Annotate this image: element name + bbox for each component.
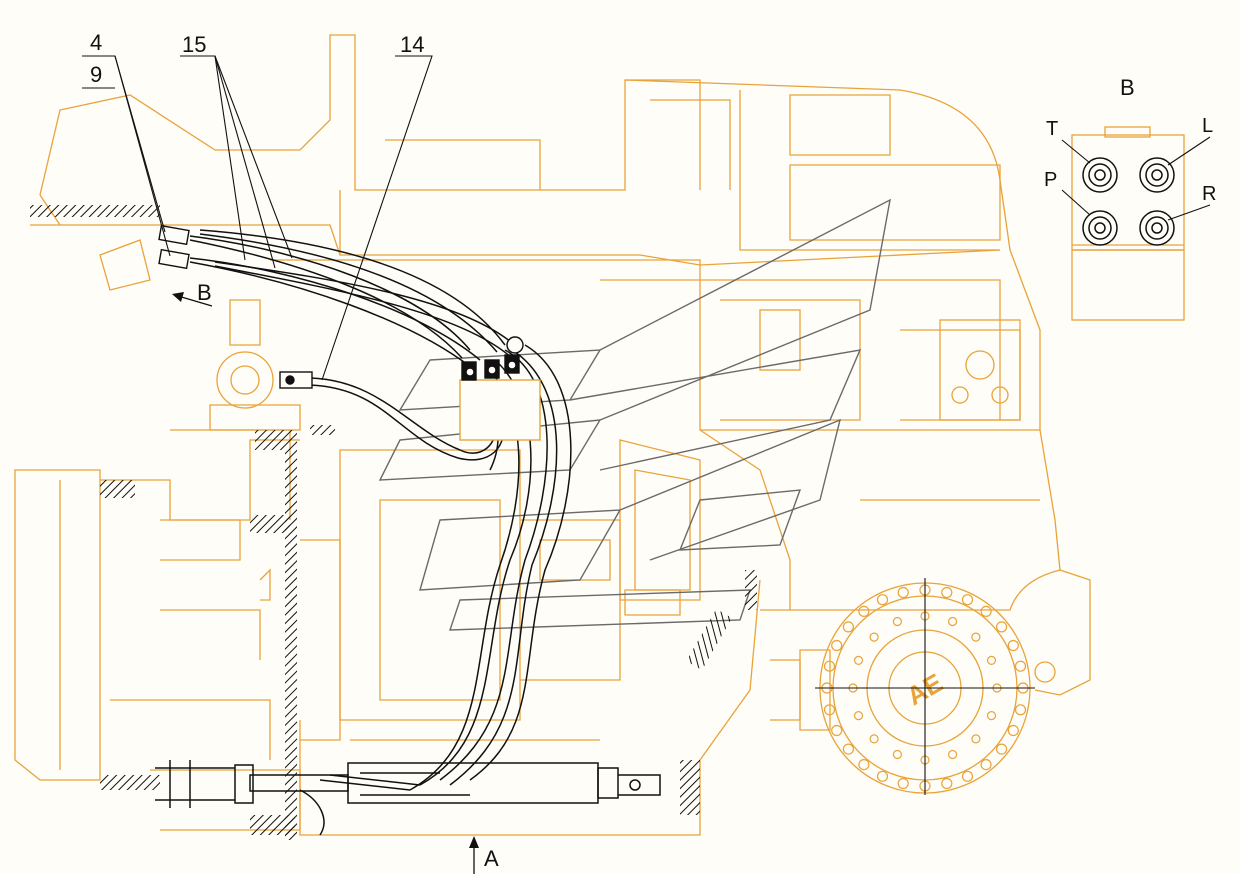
hub-bolt-hole bbox=[961, 594, 974, 606]
hatched-section-cuts bbox=[30, 205, 757, 840]
hose-end-connectors bbox=[158, 224, 313, 389]
callout-leader-lines bbox=[82, 55, 433, 381]
hub-bolt-hole bbox=[897, 586, 909, 599]
hydraulic-hoses bbox=[189, 229, 572, 836]
view-arrow-a bbox=[469, 836, 479, 874]
detail-view-b: B T L P R bbox=[1044, 75, 1216, 321]
hub-bolt-hole bbox=[892, 749, 903, 760]
hub-bolt-hole bbox=[876, 594, 889, 606]
hub-bolt-hole bbox=[947, 749, 958, 760]
hub-bolt-hole bbox=[831, 724, 843, 737]
port-label-p: P bbox=[1044, 169, 1057, 191]
view-label-a: A bbox=[484, 846, 499, 871]
hub-bolt-hole bbox=[853, 655, 864, 666]
hub-bolt-hole bbox=[831, 639, 843, 652]
hub-bolt-hole bbox=[941, 586, 953, 599]
hub-bolt-hole bbox=[986, 655, 997, 666]
hub-bolt-hole bbox=[980, 605, 992, 618]
hub-bolt-hole bbox=[947, 616, 958, 627]
hub-bolt-hole bbox=[941, 777, 953, 790]
port-label-r: R bbox=[1202, 183, 1216, 205]
hub-bolt-hole bbox=[971, 734, 981, 744]
hub-bolt-hole bbox=[823, 660, 836, 672]
hub-bolt-hole bbox=[1014, 660, 1027, 672]
hub-bolt-hole bbox=[995, 743, 1008, 755]
valve-manifold bbox=[459, 336, 541, 441]
hub-bolt-hole bbox=[853, 710, 864, 721]
hub-bolt-hole bbox=[876, 770, 889, 782]
callout-number-9: 9 bbox=[90, 62, 102, 87]
callout-number-15: 15 bbox=[182, 32, 206, 57]
hub-bolt-hole bbox=[995, 621, 1008, 633]
hub-bolt-hole bbox=[1007, 724, 1019, 737]
callout-number-14: 14 bbox=[400, 32, 424, 57]
hub-bolt-hole bbox=[842, 743, 855, 755]
view-label-b: B bbox=[197, 280, 212, 305]
hub-bolt-hole bbox=[1014, 704, 1027, 716]
hub-bolt-hole bbox=[980, 758, 992, 771]
hub-bolt-hole bbox=[892, 616, 903, 627]
hub-bolt-hole bbox=[971, 632, 981, 642]
hub-bolt-hole bbox=[986, 710, 997, 721]
machine-frame-outline bbox=[14, 34, 1091, 836]
detail-b-title: B bbox=[1120, 75, 1135, 100]
hub-bolt-hole bbox=[858, 758, 870, 771]
hub-bolt-hole bbox=[869, 734, 879, 744]
hub-bolt-hole bbox=[1007, 639, 1019, 652]
hub-bolt-hole bbox=[897, 777, 909, 790]
hub-bolt-hole bbox=[823, 704, 836, 716]
hub-bolt-hole bbox=[869, 632, 879, 642]
callout-number-4: 4 bbox=[90, 30, 102, 55]
hub-center-lines bbox=[815, 578, 1035, 795]
port-label-l: L bbox=[1202, 115, 1213, 137]
steering-cylinder bbox=[155, 760, 661, 808]
port-label-t: T bbox=[1046, 118, 1058, 140]
hub-bolt-hole bbox=[961, 770, 974, 782]
axle-hub-bolt-ring bbox=[821, 584, 1029, 792]
hub-bolt-hole bbox=[842, 621, 855, 633]
hub-bolt-hole bbox=[858, 605, 870, 618]
view-arrow-b bbox=[172, 292, 213, 307]
